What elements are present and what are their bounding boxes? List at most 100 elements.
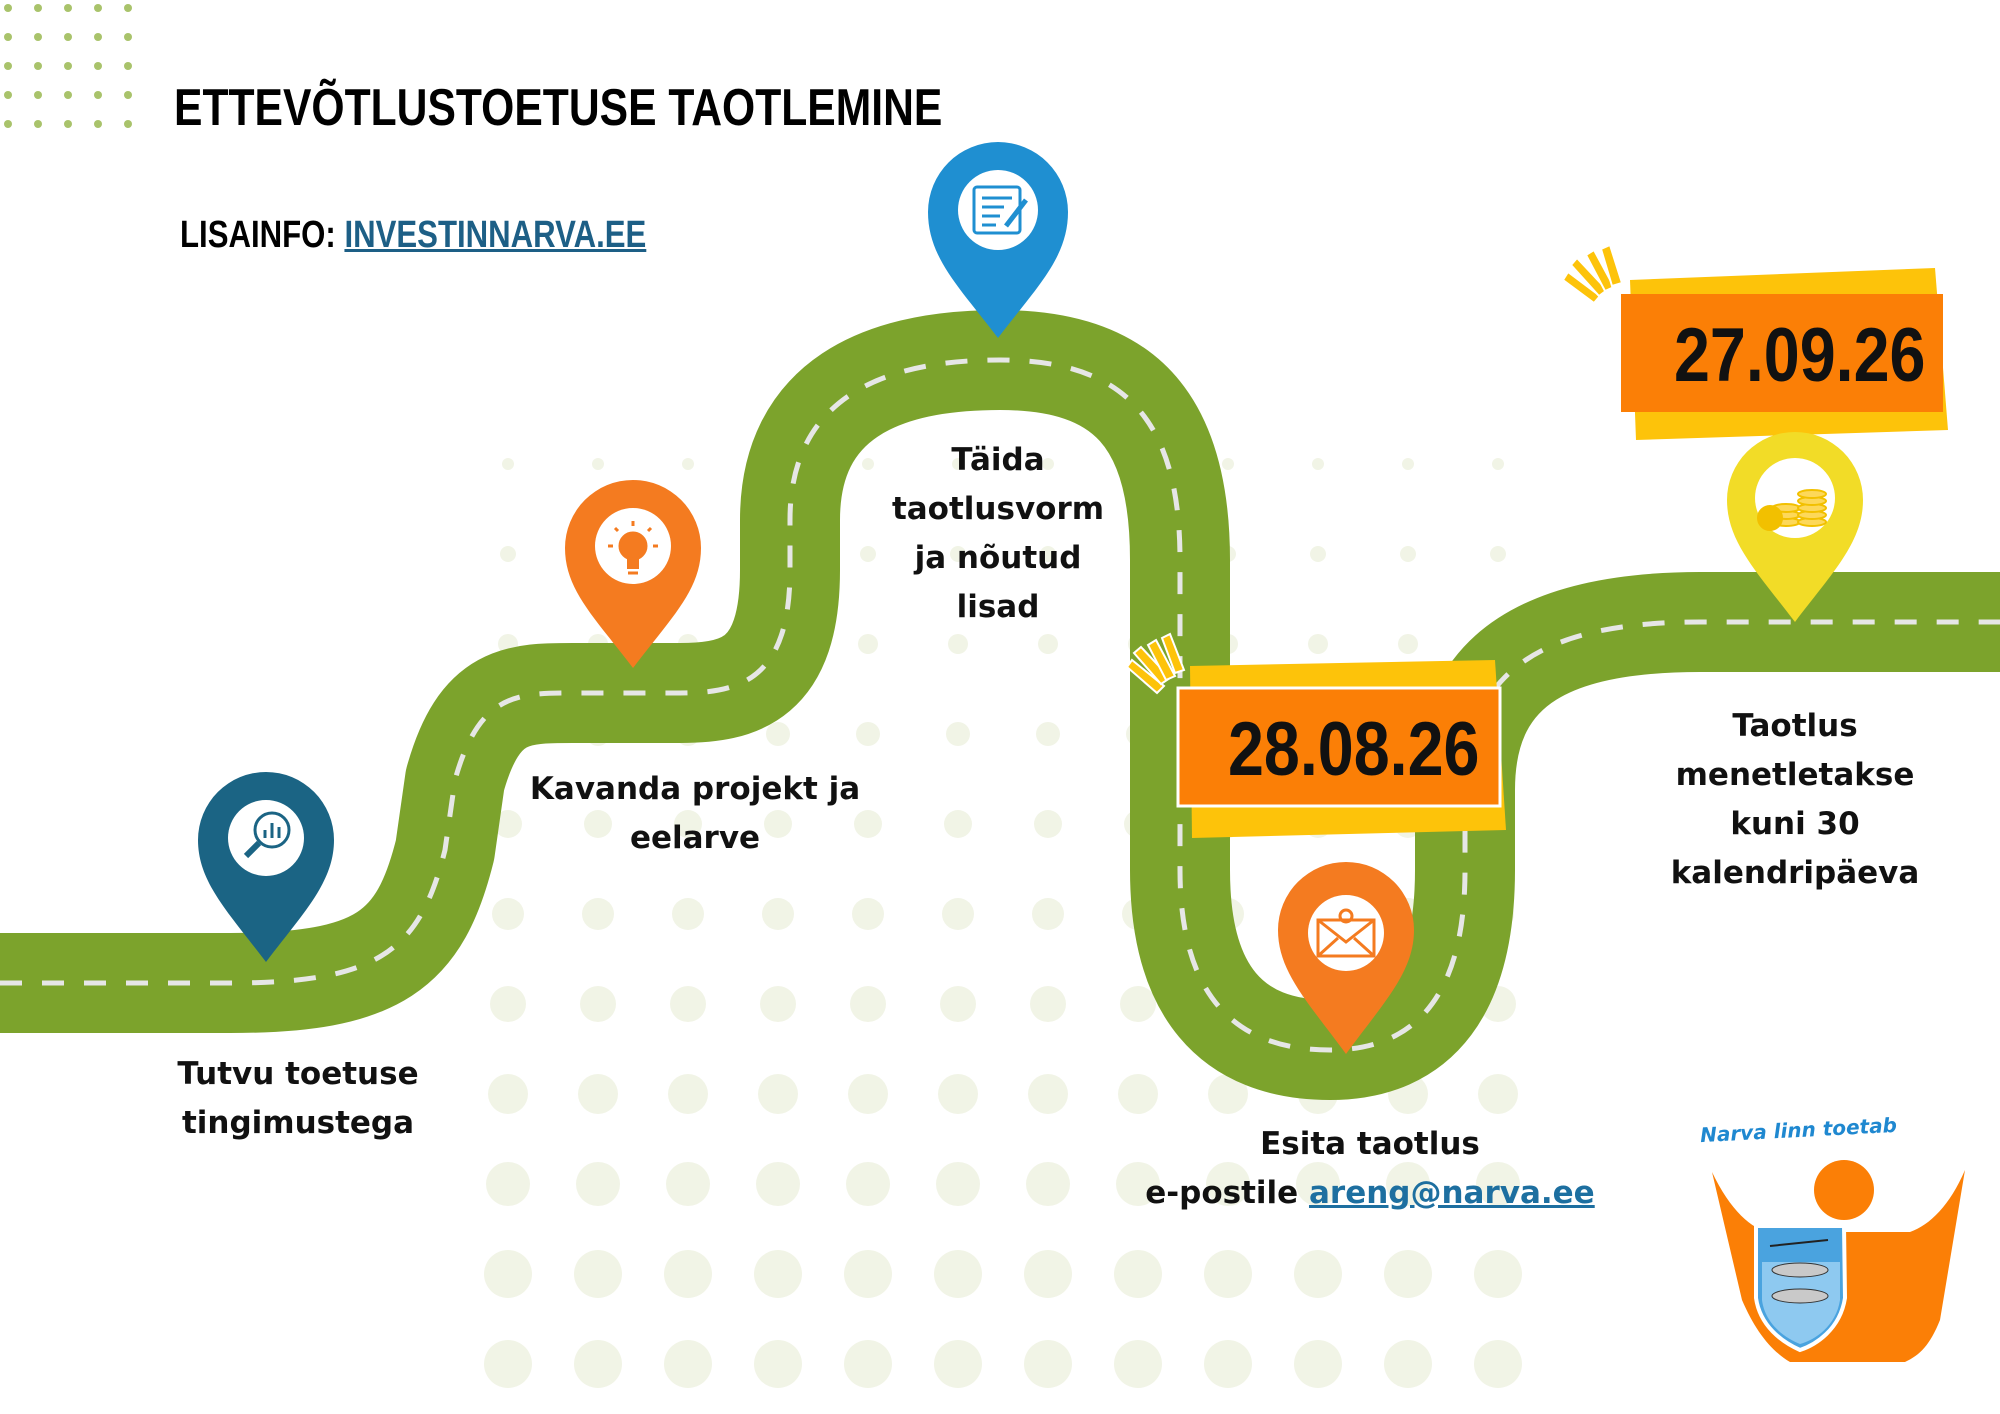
- pin-step-1: [198, 772, 334, 962]
- bg-dot: [846, 1162, 890, 1206]
- bg-dot: [580, 986, 616, 1022]
- bg-dot: [1204, 1340, 1252, 1388]
- bg-dot: [844, 1250, 892, 1298]
- bg-dot: [1398, 634, 1418, 654]
- bg-dot: [764, 810, 792, 838]
- bg-dot: [850, 986, 886, 1022]
- pin-step-4: [1278, 862, 1414, 1054]
- bg-dot: [664, 1250, 712, 1298]
- bg-dot: [492, 898, 524, 930]
- bg-dot: [484, 1340, 532, 1388]
- bg-dot: [1222, 458, 1234, 470]
- bg-dot: [852, 898, 884, 930]
- bg-dot: [486, 1162, 530, 1206]
- processing-deadline-date: 27.09.26: [1674, 313, 1926, 398]
- bg-dot: [574, 1250, 622, 1298]
- bg-dot: [854, 810, 882, 838]
- bg-dot: [1206, 1162, 1250, 1206]
- bg-dot: [494, 810, 522, 838]
- bg-dot: [1400, 546, 1416, 562]
- bg-dot: [1402, 458, 1414, 470]
- bg-dot: [754, 1250, 802, 1298]
- narva-logo: [1712, 1160, 1965, 1362]
- bg-dot: [576, 1162, 620, 1206]
- bg-dot: [502, 458, 514, 470]
- bg-dot: [1492, 458, 1504, 470]
- bg-dot: [488, 1074, 528, 1114]
- bg-dot: [1490, 546, 1506, 562]
- bg-dot: [1040, 546, 1056, 562]
- form-document-icon: [972, 185, 1028, 235]
- bg-dot: [578, 1074, 618, 1114]
- bg-dot: [848, 1074, 888, 1114]
- bg-dot: [940, 986, 976, 1022]
- bg-dot: [758, 1074, 798, 1114]
- bg-dot: [582, 898, 614, 930]
- bg-dot: [490, 986, 526, 1022]
- bg-dot: [1296, 1162, 1340, 1206]
- bg-dot: [592, 458, 604, 470]
- bg-dot: [762, 898, 794, 930]
- bg-dot: [936, 1162, 980, 1206]
- pin-step-5: [1727, 432, 1863, 622]
- envelope-icon: [1316, 908, 1376, 958]
- bg-dot: [1120, 986, 1156, 1022]
- bg-dot: [1474, 1250, 1522, 1298]
- road: [0, 310, 2000, 1100]
- pin-step-2: [565, 480, 701, 668]
- bg-dot: [1208, 1074, 1248, 1114]
- bg-dot: [754, 1340, 802, 1388]
- bg-dot: [944, 810, 972, 838]
- info-line: LISAINFO: INVESTINNARVA.EE: [180, 214, 646, 257]
- burst-lines-icon: [1125, 632, 1186, 695]
- bg-dot: [766, 722, 790, 746]
- bg-dot: [1114, 1250, 1162, 1298]
- bg-dot: [500, 546, 516, 562]
- bg-dot: [1294, 1250, 1342, 1298]
- bg-dot: [1310, 546, 1326, 562]
- bg-dot: [1032, 898, 1064, 930]
- bg-dot: [1478, 1074, 1518, 1114]
- burst-lines-icon: [1561, 243, 1624, 305]
- bg-dot: [1118, 1074, 1158, 1114]
- bg-dot: [672, 898, 704, 930]
- bg-dot: [760, 986, 796, 1022]
- bg-dot: [674, 810, 702, 838]
- bg-dot: [938, 1074, 978, 1114]
- bg-dot: [1030, 986, 1066, 1022]
- date-banner-submit: [1125, 632, 1506, 838]
- bg-dot: [1476, 1162, 1520, 1206]
- email-link[interactable]: areng@narva.ee: [1308, 1175, 1595, 1211]
- bg-dot: [1204, 1250, 1252, 1298]
- bg-dot: [682, 458, 694, 470]
- bg-dot: [942, 898, 974, 930]
- bg-dot: [1024, 1340, 1072, 1388]
- bg-dot: [950, 546, 966, 562]
- bg-dot: [668, 1074, 708, 1114]
- bg-dot: [756, 1162, 800, 1206]
- bg-dot: [664, 1340, 712, 1388]
- coins-icon: [1757, 489, 1827, 531]
- bg-dot: [1294, 1340, 1342, 1388]
- decorative-dots-top-left: [4, 4, 132, 128]
- bg-dot: [856, 722, 880, 746]
- bg-dot: [858, 634, 878, 654]
- bg-dot: [1114, 1340, 1162, 1388]
- website-link[interactable]: INVESTINNARVA.EE: [344, 214, 647, 256]
- bg-dot: [1042, 458, 1054, 470]
- bg-dot: [860, 546, 876, 562]
- search-chart-icon: [243, 811, 291, 859]
- bg-dot: [934, 1340, 982, 1388]
- bg-dot: [666, 1162, 710, 1206]
- bg-dot: [670, 986, 706, 1022]
- bg-dot: [948, 634, 968, 654]
- bg-dot: [1034, 810, 1062, 838]
- bg-dot: [844, 1340, 892, 1388]
- bg-dot: [1386, 1162, 1430, 1206]
- bg-dot: [584, 810, 612, 838]
- bg-dot: [952, 458, 964, 470]
- page-title: ETTEVÕTLUSTOETUSE TAOTLEMINE: [174, 79, 943, 137]
